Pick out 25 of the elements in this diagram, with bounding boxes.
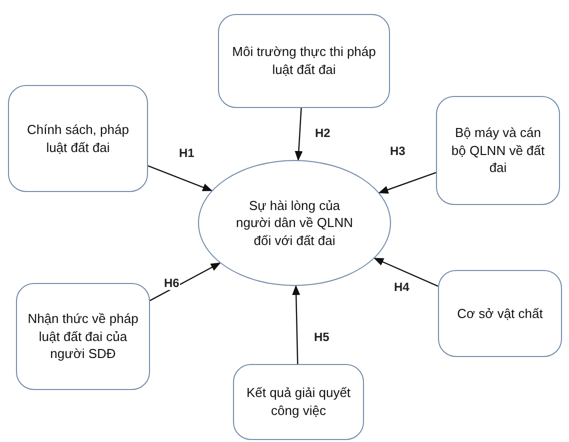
arrow [150, 262, 221, 302]
edge-label: H5 [313, 330, 330, 344]
edge-label: H1 [178, 146, 196, 160]
factor-box [218, 14, 390, 108]
factor-box [8, 85, 148, 192]
edge-label: H3 [389, 144, 406, 158]
factor-box [16, 283, 150, 390]
arrow [378, 172, 436, 194]
edge-label: H6 [163, 276, 180, 290]
node-text: Bộ máy và cán bộ QLNN về đất đai [450, 124, 546, 177]
arrow [374, 258, 438, 287]
arrow [292, 285, 300, 364]
node-text: Môi trường thực thi pháp luật đất đai [231, 43, 377, 79]
edge-label: H4 [393, 280, 410, 294]
node-text: Sự hài lòng của người dân về QLNN đối với đất đai [235, 196, 354, 250]
factor-box [438, 270, 562, 357]
node-text: Nhận thức về pháp luật đất đai của người SDĐ [27, 310, 139, 363]
arrow [148, 165, 213, 192]
node-text: Chính sách, pháp luật đất đai [26, 120, 130, 156]
arrow [294, 108, 303, 162]
factor-box [233, 364, 364, 440]
node-text: Cơ sở vật chất [457, 304, 543, 322]
factor-box [436, 96, 560, 205]
node-text: Kết quả giải quyết công việc [245, 384, 352, 420]
edge-label: H2 [314, 126, 332, 140]
